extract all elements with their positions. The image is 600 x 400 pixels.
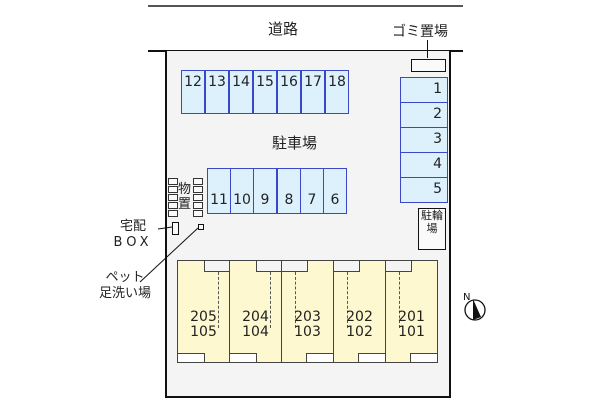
parking-slot: 14 — [229, 70, 253, 114]
parking-slot: 10 — [230, 168, 254, 214]
garbage-area-label: ゴミ置場 — [392, 24, 448, 40]
parking-slot: 1 — [400, 77, 448, 103]
delivery-box — [172, 222, 179, 235]
parking-slot: 12 — [181, 70, 205, 114]
parking-slot: 7 — [300, 168, 324, 214]
parking-slot: 8 — [277, 168, 301, 214]
parking-slot: 11 — [207, 168, 231, 214]
storage-unit-right — [193, 178, 203, 217]
parking-slot: 16 — [277, 70, 301, 114]
parking-slot: 3 — [400, 127, 448, 153]
road-edge-line — [148, 5, 463, 7]
parking-slot: 5 — [400, 177, 448, 203]
pet-wash-station — [198, 224, 204, 230]
pet-wash-label: ペット 足洗い場 — [98, 270, 151, 301]
parking-label: 駐車場 — [272, 134, 318, 152]
storage-unit-left — [168, 178, 178, 217]
garbage-area — [411, 59, 446, 72]
parking-slot: 2 — [400, 102, 448, 128]
garbage-leader-line — [427, 40, 428, 58]
delivery-box-label: 宅配 BOX — [113, 219, 153, 250]
parking-slot: 9 — [253, 168, 277, 214]
parking-slot: 6 — [323, 168, 347, 214]
parking-slot: 15 — [253, 70, 277, 114]
bike-parking: 駐輪場 — [418, 208, 446, 250]
road-label: 道路 — [268, 20, 299, 38]
north-compass-icon: N — [463, 292, 486, 321]
parking-slot: 4 — [400, 152, 448, 178]
storage-label: 物置 — [178, 182, 192, 212]
svg-text:N: N — [463, 292, 470, 303]
parking-slot: 17 — [301, 70, 325, 114]
parking-slot: 13 — [205, 70, 229, 114]
parking-slot: 18 — [325, 70, 349, 114]
